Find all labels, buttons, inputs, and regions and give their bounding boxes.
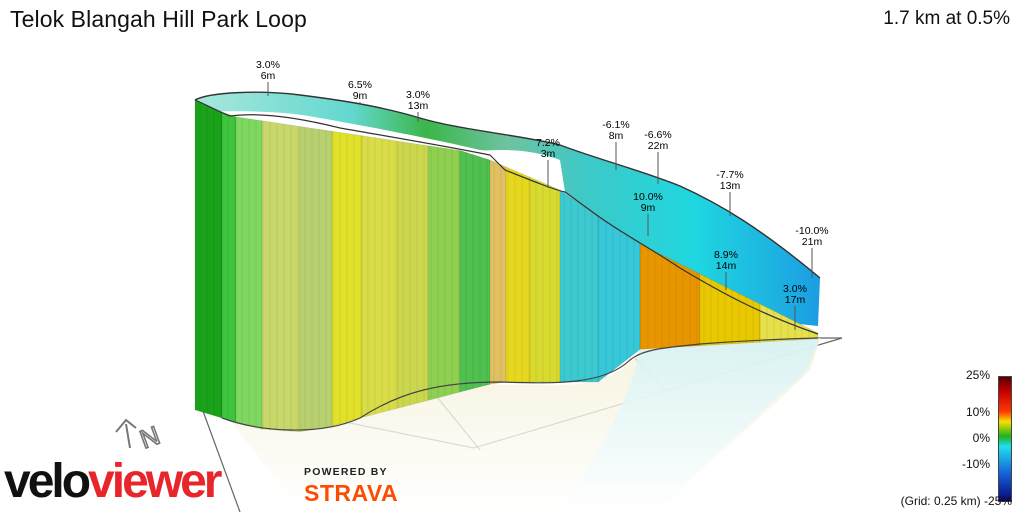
segment-annotation: -10.0%21m (795, 225, 829, 278)
wall-strip (489, 159, 507, 385)
annotation-length: 13m (720, 180, 741, 192)
profile-back-ribbon (195, 92, 820, 326)
annotation-grade: 3.0% (256, 59, 280, 71)
wall-strip (261, 120, 301, 433)
annotation-grade: 3.0% (406, 89, 430, 101)
legend-tick-neg25-label: -25% (983, 494, 1012, 508)
legend-tick-0: 0% (972, 431, 990, 445)
compass-label: N (136, 420, 164, 455)
legend-tick-10: 10% (965, 405, 990, 419)
segment-annotation: 7.2%3m (536, 137, 560, 188)
annotation-grade: 7.2% (536, 137, 560, 149)
annotation-grade: -10.0% (795, 225, 828, 237)
wall-strip (427, 145, 461, 401)
annotation-length: 9m (353, 90, 368, 102)
grade-colorbar (998, 376, 1012, 502)
logo-velo: velo (4, 455, 91, 508)
wall-strip (505, 166, 531, 383)
segment-annotation: 8.9%14m (714, 249, 738, 290)
profile-top-edge (194, 91, 821, 279)
grid-note: (Grid: 0.25 km) (900, 494, 981, 508)
wall-strip (529, 176, 561, 383)
segment-annotation: -6.6%22m (644, 129, 672, 184)
annotation-grade: -7.7% (716, 169, 743, 181)
route-summary: 1.7 km at 0.5% (883, 8, 1010, 29)
powered-by-strava: POWERED BY STRAVA (304, 466, 414, 507)
segment-annotation: -6.1%8m (602, 119, 630, 170)
compass-arrow-icon: N (115, 418, 165, 455)
veloviewer-logo: veloviewer (4, 452, 222, 512)
profile-front-wall (194, 99, 819, 433)
legend-tick-neg10: -10% (961, 457, 990, 471)
logo-viewer: viewer (88, 455, 222, 508)
route-title: Telok Blangah Hill Park Loop (10, 6, 307, 32)
annotation-grade: 8.9% (714, 249, 738, 261)
wall-strip (194, 99, 223, 419)
segment-annotation: 6.5%9m (348, 79, 372, 104)
legend-tick-25: 25% (965, 368, 990, 382)
annotation-grade: 6.5% (348, 79, 372, 91)
annotation-length: 8m (609, 130, 624, 142)
grade-legend: 25% 10% 0% -10% (Grid: 0.25 km) -25% (898, 368, 1018, 508)
annotation-grade: 3.0% (783, 283, 807, 295)
wall-strip (361, 135, 399, 419)
annotation-length: 6m (261, 70, 276, 82)
profile-base-edge (221, 337, 819, 431)
annotation-length: 9m (641, 202, 656, 214)
segment-annotation: -7.7%13m (716, 169, 744, 216)
annotation-length: 14m (716, 260, 737, 272)
annotation-grade: 10.0% (633, 191, 663, 203)
segment-annotation: 3.0%6m (256, 59, 280, 96)
annotation-length: 21m (802, 236, 823, 248)
powered-by-label: POWERED BY (304, 466, 388, 478)
segment-annotation: 3.0%17m (783, 283, 807, 330)
legend-tick-neg25: (Grid: 0.25 km) -25% (901, 494, 1012, 508)
annotation-length: 13m (408, 100, 429, 112)
strava-brand: STRAVA (304, 480, 399, 506)
wall-strip (459, 149, 491, 393)
segment-annotation: 3.0%13m (406, 89, 430, 122)
annotation-length: 22m (648, 140, 669, 152)
annotation-length: 17m (785, 294, 806, 306)
annotation-grade: -6.1% (602, 119, 629, 131)
wall-strip (221, 111, 237, 424)
ground-reflection-right (560, 338, 820, 512)
profile-front-edge (194, 99, 819, 335)
annotation-grade: -6.6% (644, 129, 671, 141)
annotation-length: 3m (541, 148, 556, 160)
segment-annotation: 10.0%9m (633, 191, 663, 236)
